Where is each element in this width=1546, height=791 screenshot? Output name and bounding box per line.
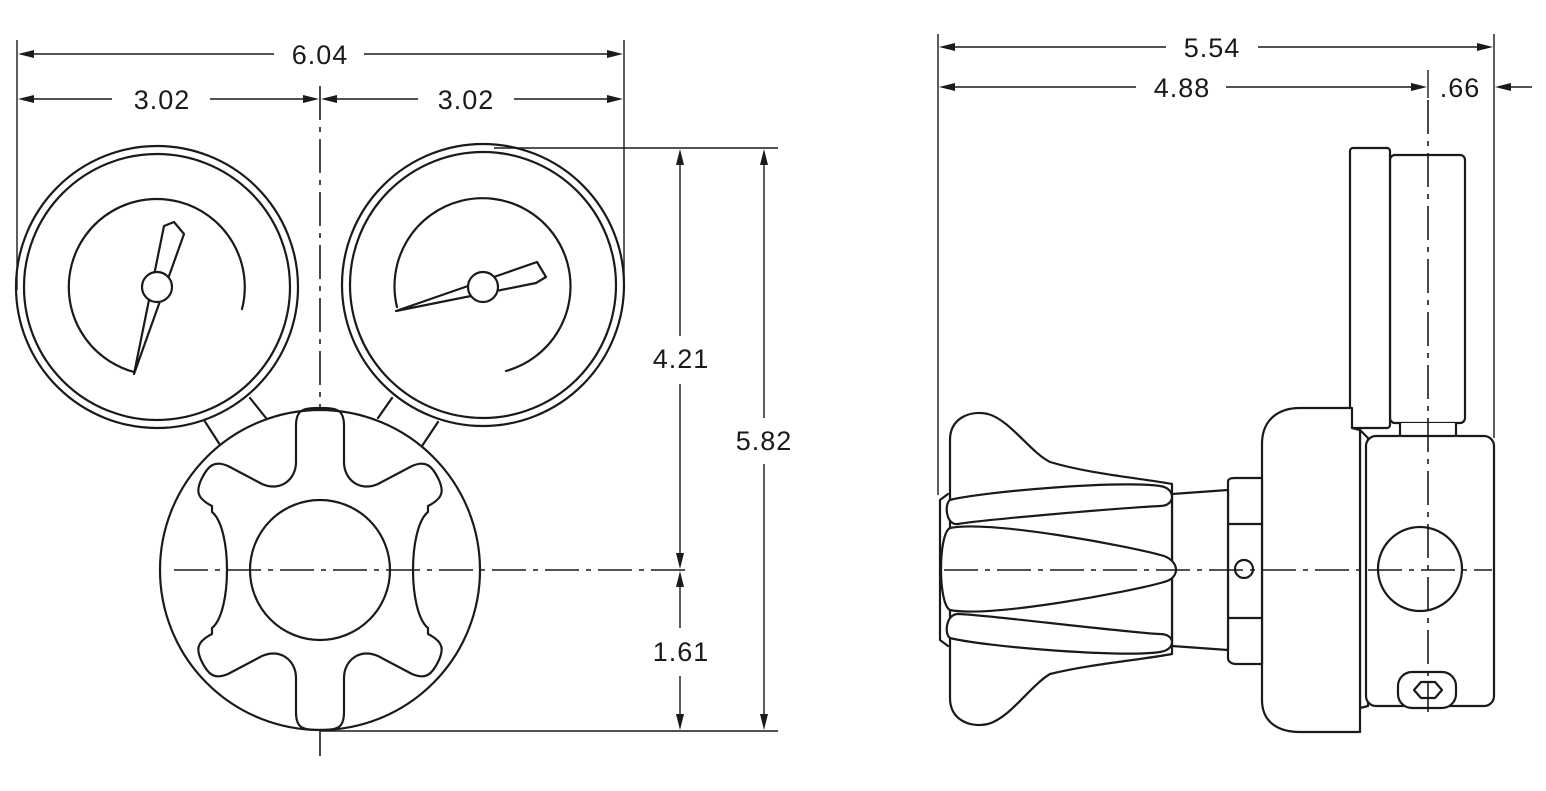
dim-label-3-02-right: 3.02	[438, 85, 495, 115]
right-gauge-stem	[376, 396, 440, 448]
side-knob	[938, 411, 1178, 727]
dim-gauge-offset: .66	[1440, 73, 1532, 103]
side-cap-screw-head	[1396, 670, 1458, 710]
dim-right-half: 3.02	[321, 85, 623, 115]
dim-body-depth: 4.88	[939, 73, 1427, 103]
dim-overall-width: 6.04	[18, 40, 623, 70]
dim-label-1-61: 1.61	[653, 637, 710, 667]
side-hex-nut	[1226, 476, 1264, 666]
side-hex-hole	[1233, 558, 1255, 580]
left-gauge-stem	[202, 396, 268, 450]
dim-knob-center-height: 1.61	[653, 571, 710, 730]
dim-left-half: 3.02	[18, 85, 319, 115]
side-rear-body	[1358, 428, 1496, 710]
dim-overall-height: 5.82	[736, 149, 793, 730]
knob-star-outline	[197, 406, 443, 732]
side-port	[1376, 525, 1464, 613]
front-view: 6.04 3.02 3.02 4.21	[14, 40, 793, 762]
dim-label-0-66: .66	[1440, 73, 1481, 103]
regulator-body	[158, 406, 482, 732]
left-gauge-hub	[140, 270, 174, 304]
side-view: 5.54 4.88 .66	[937, 33, 1532, 734]
side-gauge	[1348, 146, 1467, 470]
left-gauge-dial-arc	[67, 197, 246, 374]
dim-overall-depth: 5.54	[939, 33, 1493, 63]
dim-label-4-21: 4.21	[653, 344, 710, 374]
left-pressure-gauge	[14, 144, 300, 430]
dim-label-4-88: 4.88	[1154, 73, 1211, 103]
side-cap-screw-hex	[1412, 680, 1444, 700]
dim-label-5-82: 5.82	[736, 426, 793, 456]
dim-label-6-04: 6.04	[292, 40, 349, 70]
right-gauge-hub	[466, 270, 500, 304]
right-pressure-gauge	[340, 142, 626, 428]
side-bonnet	[1260, 406, 1362, 734]
right-gauge-dial-arc	[393, 197, 572, 373]
dim-label-5-54: 5.54	[1184, 33, 1241, 63]
dim-gauge-height: 4.21	[653, 149, 710, 569]
dim-label-3-02-left: 3.02	[134, 85, 191, 115]
